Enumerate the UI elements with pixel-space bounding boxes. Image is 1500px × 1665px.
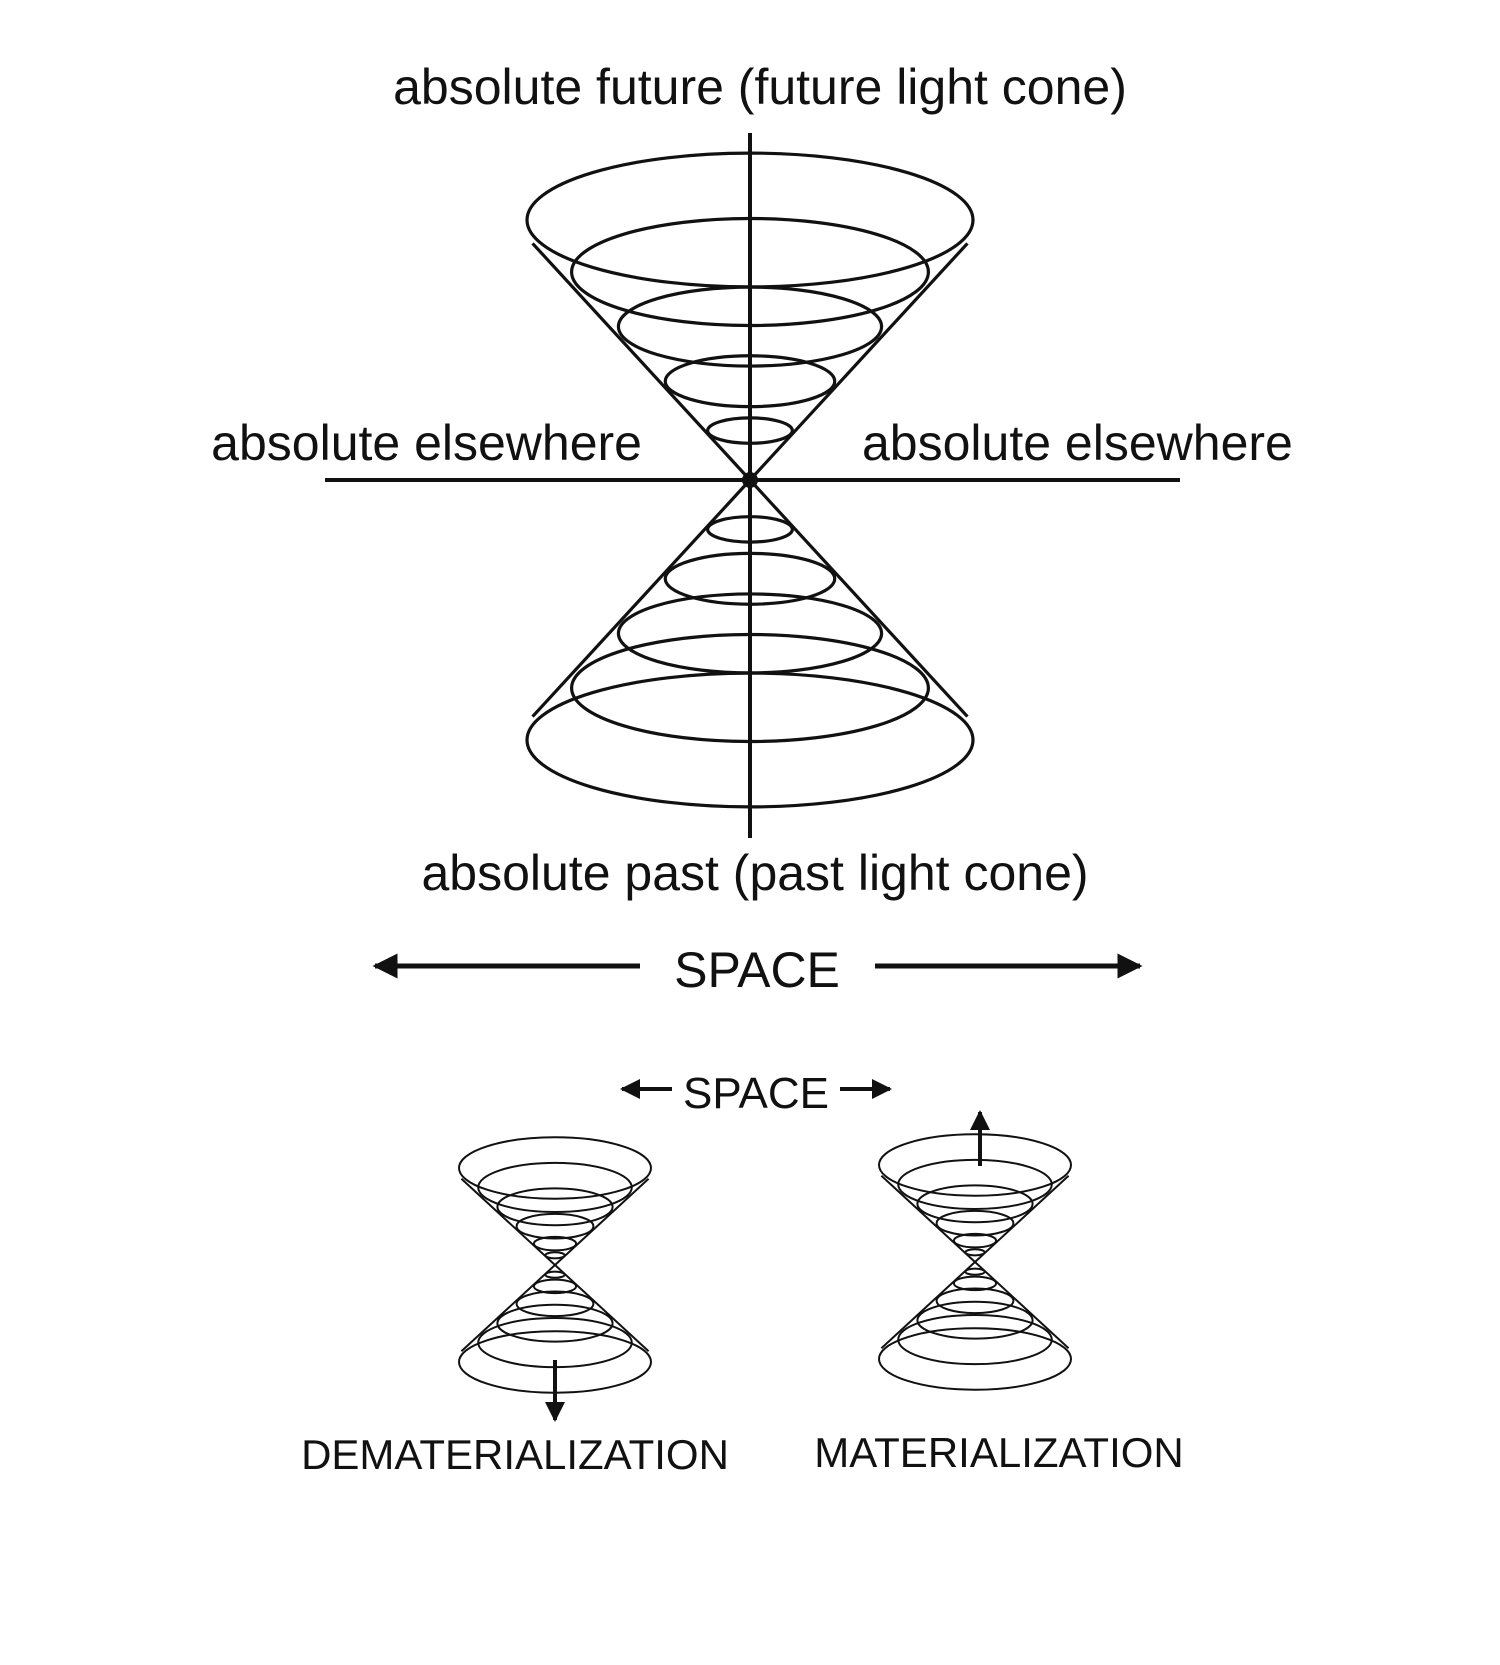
cone-up-ring-3 — [663, 354, 837, 409]
cone-down-right-edge — [974, 1261, 1070, 1349]
cone-down-ring-4 — [532, 1278, 578, 1295]
cone-up-ring-1 — [569, 216, 930, 328]
cone-up-ring-2 — [916, 1184, 1034, 1224]
cone-up-rim — [458, 1136, 652, 1200]
dematerialization-caption: DEMATERIALIZATION — [301, 1431, 729, 1478]
cone-down-ring-2 — [916, 1300, 1034, 1340]
absolute-elsewhere-right-label: absolute elsewhere — [862, 415, 1293, 471]
cone-up-rim — [878, 1133, 1072, 1197]
cone-up-right-edge — [748, 242, 969, 482]
space-label-large: SPACE — [674, 942, 840, 998]
cone-down-ring-4 — [706, 515, 794, 544]
cone-down-ring-5 — [544, 1270, 566, 1279]
cone-up-ring-5 — [964, 1248, 986, 1257]
cone-down-left-edge — [880, 1261, 976, 1349]
materialization-cones — [878, 1133, 1072, 1391]
past-light-cone-label: absolute past (past light cone) — [421, 845, 1089, 901]
cone-up-ring-3 — [935, 1209, 1015, 1237]
cone-down-left-edge — [531, 478, 752, 718]
cone-down-ring-5 — [964, 1267, 986, 1276]
dematerialization-cones — [458, 1136, 652, 1394]
cone-up-ring-1 — [897, 1158, 1053, 1210]
cone-up-right-edge — [974, 1175, 1070, 1263]
cone-down-ring-1 — [569, 632, 930, 744]
cone-down-right-edge — [748, 478, 969, 718]
cone-down-rim — [878, 1327, 1072, 1391]
cone-up-ring-2 — [496, 1187, 614, 1227]
cone-up-ring-4 — [706, 416, 794, 445]
cone-up-ring-5 — [544, 1251, 566, 1260]
cone-up-ring-3 — [515, 1212, 595, 1240]
space-label-small: SPACE — [683, 1069, 829, 1118]
cone-down-ring-1 — [897, 1314, 1053, 1366]
materialization-caption: MATERIALIZATION — [814, 1429, 1184, 1476]
cone-up-ring-4 — [532, 1235, 578, 1252]
cone-down-ring-4 — [952, 1275, 998, 1292]
cone-down-ring-2 — [496, 1303, 614, 1343]
cone-down-ring-3 — [515, 1290, 595, 1318]
cone-up-left-edge — [880, 1175, 976, 1263]
cone-down-ring-3 — [935, 1287, 1015, 1315]
cone-up-left-edge — [460, 1178, 556, 1266]
cone-down-ring-2 — [616, 592, 884, 675]
main-light-cones — [525, 151, 975, 809]
cone-up-ring-1 — [477, 1161, 633, 1213]
absolute-elsewhere-left-label: absolute elsewhere — [211, 415, 642, 471]
cone-down-right-edge — [554, 1264, 650, 1352]
future-light-cone-label: absolute future (future light cone) — [393, 59, 1127, 115]
cone-up-right-edge — [554, 1178, 650, 1266]
cone-up-left-edge — [531, 242, 752, 482]
cone-down-ring-3 — [663, 551, 837, 606]
cone-up-ring-2 — [616, 285, 884, 368]
cone-up-ring-4 — [952, 1232, 998, 1249]
cone-down-left-edge — [460, 1264, 556, 1352]
